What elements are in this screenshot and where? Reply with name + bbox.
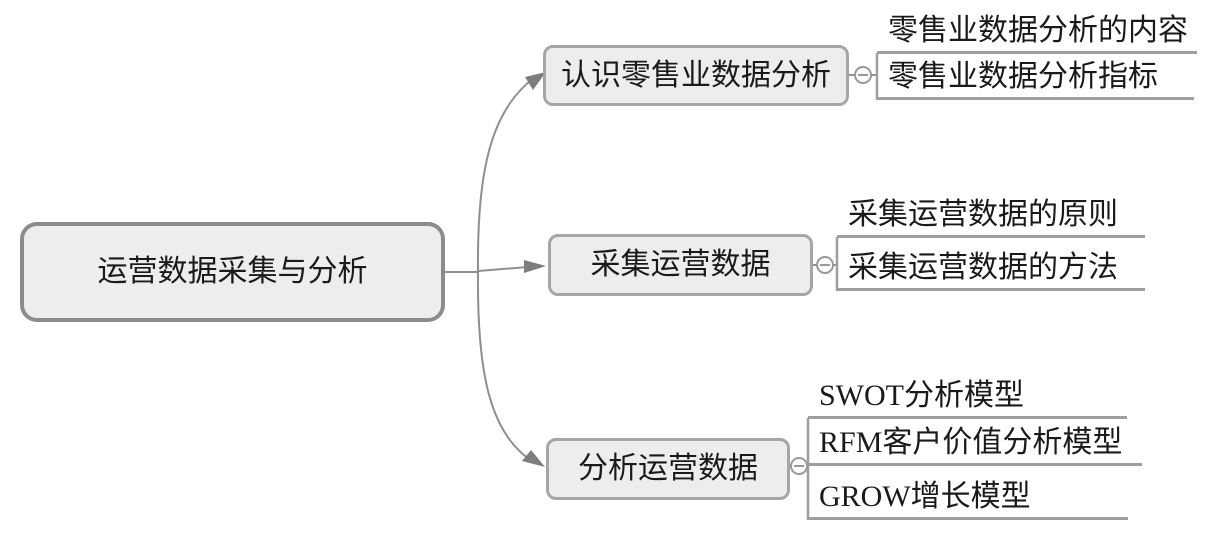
branch2-connector-line: [477, 266, 529, 272]
subtopic-item[interactable]: RFM客户价值分析模型: [808, 420, 1142, 466]
branch3-collapse-minus-icon[interactable]: [790, 457, 808, 475]
branch3-arrowhead-icon: [522, 450, 545, 467]
subtopic-label: 采集运营数据的方法: [848, 251, 1118, 284]
subtopic-item[interactable]: GROW增长模型: [808, 474, 1128, 520]
root-topic-node[interactable]: 运营数据采集与分析: [20, 222, 445, 322]
branch-node-retail-analysis[interactable]: 认识零售业数据分析: [543, 45, 849, 106]
subtopic-label: SWOT分析模型: [819, 379, 1024, 412]
subtopic-label: 采集运营数据的原则: [848, 198, 1118, 231]
subtopic-item[interactable]: SWOT分析模型: [808, 373, 1127, 419]
branch2-arrowhead-icon: [524, 260, 546, 273]
branch1-collapse-minus-icon[interactable]: [854, 66, 872, 84]
branch1-connector-curve: [476, 77, 535, 273]
subtopic-item[interactable]: 零售业数据分析指标: [877, 54, 1194, 100]
branch-label: 采集运营数据: [590, 248, 771, 281]
subtopic-label: RFM客户价值分析模型: [819, 426, 1123, 459]
subtopic-label: GROW增长模型: [819, 480, 1031, 513]
subtopic-label: 零售业数据分析的内容: [888, 14, 1188, 47]
branch-node-analyze-data[interactable]: 分析运营数据: [546, 438, 790, 500]
subtopic-item[interactable]: 采集运营数据的方法: [837, 245, 1145, 291]
subtopic-item[interactable]: 零售业数据分析的内容: [877, 8, 1197, 54]
branch-node-collect-data[interactable]: 采集运营数据: [548, 234, 813, 296]
branch3-connector-curve: [476, 271, 533, 462]
branch2-collapse-minus-icon[interactable]: [816, 256, 834, 274]
branch-label: 认识零售业数据分析: [561, 58, 831, 92]
branch1-arrowhead-icon: [525, 72, 546, 90]
branch-label: 分析运营数据: [578, 452, 758, 485]
subtopic-label: 零售业数据分析指标: [888, 60, 1158, 93]
subtopic-item[interactable]: 采集运营数据的原则: [837, 192, 1145, 238]
root-topic-label: 运营数据采集与分析: [97, 255, 368, 288]
